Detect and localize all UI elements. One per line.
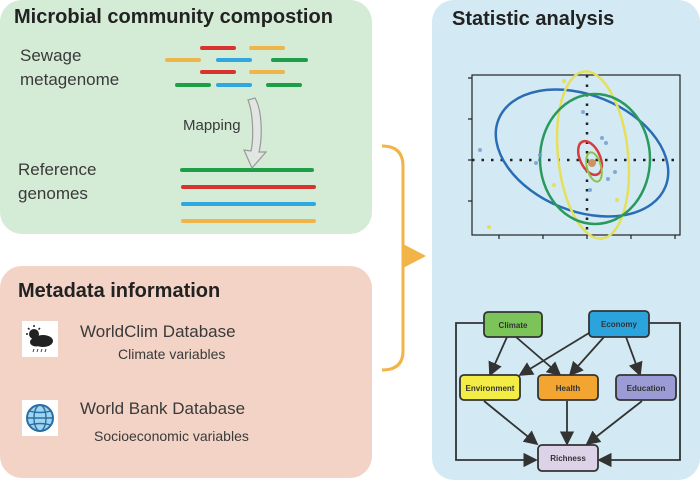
edge-environment-richness [483,400,539,446]
statistic-analysis-panel: Statistic analysis [432,0,700,480]
edge-economy-education [625,336,643,377]
sample-point [588,188,592,192]
node-environment-label: Environment [466,384,515,393]
edge-education-richness [585,400,643,446]
node-richness: Richness [537,444,599,472]
sample-point [552,183,556,187]
sample-point [615,198,619,202]
microbial-panel-title: Microbial community compostion [14,6,333,28]
sample-point [613,170,617,174]
node-health: Health [537,374,599,401]
worldclim-name: WorldClim Database [80,322,236,341]
sample-cluster [588,159,596,167]
edge-climate-health [515,336,562,377]
worldbank-subtitle: Socioeconomic variables [94,428,249,444]
arrow-right-icon [403,244,426,268]
sample-point [600,136,604,140]
sample-point [606,177,610,181]
node-environment: Environment [459,374,521,401]
sample-point [534,161,538,165]
edge-economy-health [568,336,605,377]
node-education-label: Education [627,384,666,393]
bracket-connector [381,144,426,372]
edge-climate-environment [488,336,508,377]
mapping-label: Mapping [183,117,241,134]
reference-label-line1: Reference [18,160,97,179]
node-education: Education [615,374,677,401]
reads-diagram [165,46,316,223]
bracket-icon [381,144,405,372]
node-economy: Economy [588,310,650,338]
ordination-plot [468,70,681,240]
node-richness-label: Richness [550,454,586,463]
ellipse-yellow [555,70,631,240]
sewage-label-line2: metagenome [20,70,120,89]
metadata-panel: Metadata information WorldClim Database … [0,266,372,478]
microbial-community-panel: Microbial community compostion Sewage me… [0,0,372,234]
edge-climate-richness [455,322,538,468]
path-diagram: Climate Economy Environment Health Educa… [455,310,681,472]
weather-cloud-icon [22,321,58,357]
ellipse-red [576,139,604,177]
mapping-arrow-icon [243,97,268,170]
ellipse-light-green [585,151,603,183]
reference-label-line2: genomes [18,184,88,203]
edge-economy-environment [518,332,590,376]
edge-economy-richness [597,322,681,468]
sewage-label: Sewage metagenome [20,44,119,92]
worldbank-name: World Bank Database [80,399,246,418]
reference-label: Reference genomes [18,158,96,206]
globe-icon [22,400,58,436]
sample-point [604,141,608,145]
ellipse-green [538,92,652,226]
sample-point [487,225,491,229]
node-climate-label: Climate [499,321,528,330]
sample-point [562,79,566,83]
statistic-panel-title: Statistic analysis [452,8,615,30]
metadata-panel-title: Metadata information [18,280,221,302]
node-economy-label: Economy [601,320,638,329]
sewage-label-line1: Sewage [20,46,82,65]
ellipse-blue [494,88,670,218]
node-health-label: Health [556,384,581,393]
node-climate: Climate [483,311,543,338]
worldclim-subtitle: Climate variables [118,346,226,362]
sample-point [538,153,542,157]
sample-point [581,110,585,114]
sample-point [478,148,482,152]
